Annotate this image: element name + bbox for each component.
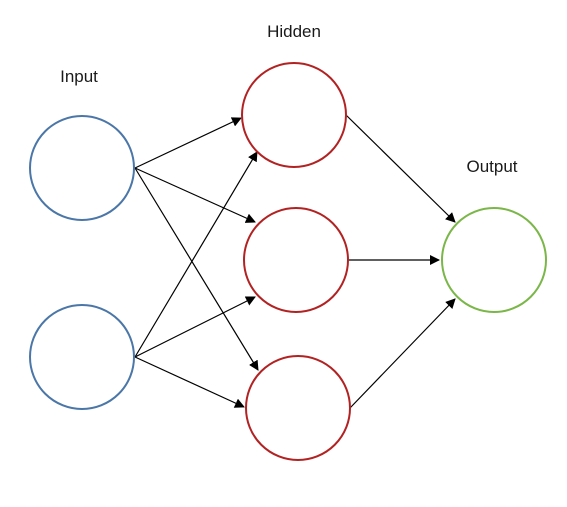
hidden-node-3: [245, 355, 351, 461]
edge-hidden1-output: [345, 114, 456, 223]
edge-input1-hidden2: [134, 167, 256, 223]
output-node-1: [441, 207, 547, 313]
output-layer-label: Output: [466, 157, 517, 176]
connections: [134, 114, 456, 409]
edge-input2-hidden3: [134, 356, 245, 408]
edge-input1-hidden1: [134, 117, 242, 169]
hidden-node-2: [243, 207, 349, 313]
edge-input1-hidden3: [134, 167, 259, 371]
edge-hidden3-output: [349, 298, 456, 409]
nodes: [29, 62, 547, 461]
input-node-2: [29, 304, 135, 410]
edge-input2-hidden1: [134, 151, 258, 358]
hidden-layer-label: Hidden: [267, 22, 321, 41]
hidden-node-1: [241, 62, 347, 168]
input-layer-label: Input: [60, 67, 98, 86]
edge-input2-hidden2: [134, 296, 256, 358]
input-node-1: [29, 115, 135, 221]
